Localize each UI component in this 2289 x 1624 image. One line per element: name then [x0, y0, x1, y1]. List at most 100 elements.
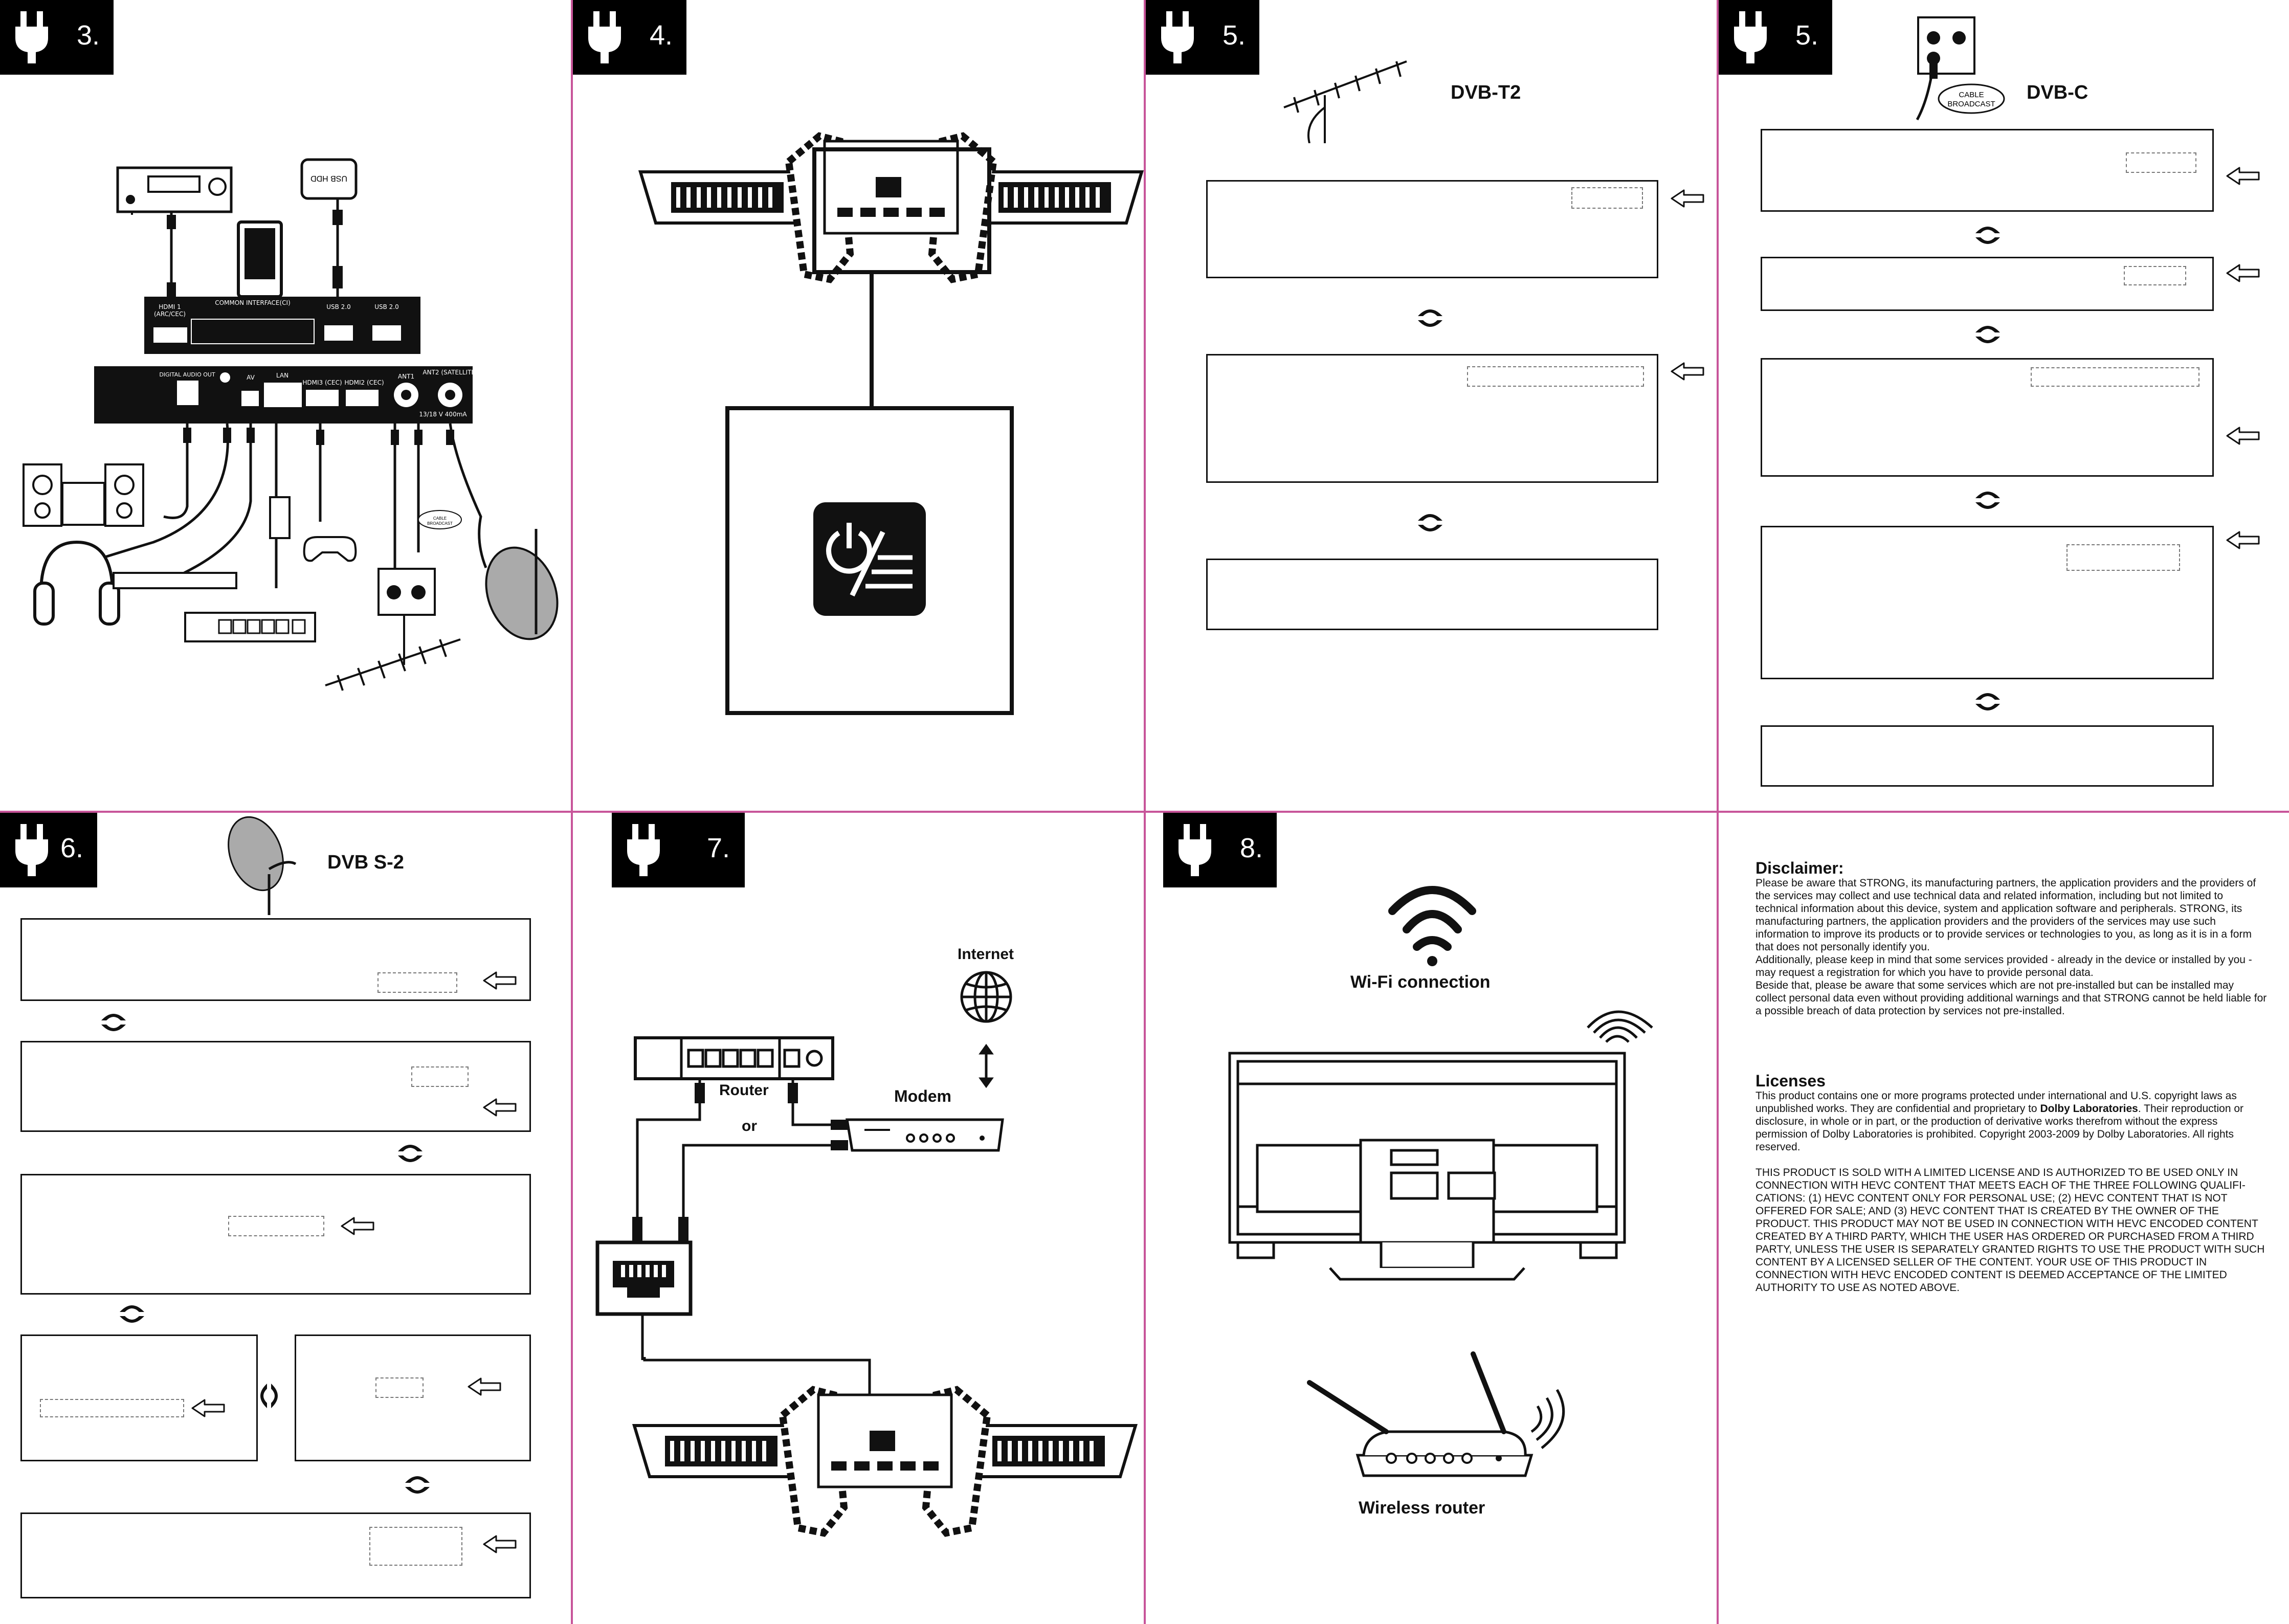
modem-icon [846, 1118, 1004, 1152]
internet-label: Internet [958, 946, 1014, 963]
gamepad-icon [303, 536, 357, 562]
licenses-paragraph: This product contains one or more progra… [1755, 1090, 2244, 1153]
step-number: 7. [707, 833, 730, 863]
satellite-dish-icon [228, 816, 297, 915]
router-icon [634, 1036, 834, 1080]
tv-back-diagram [573, 0, 1144, 715]
disclaimer-paragraph: Additionally, please keep in mind that s… [1755, 954, 2252, 978]
arrow-left-icon [1670, 361, 1705, 382]
wifi-icon [1388, 886, 1476, 951]
set-top-box-icon [113, 572, 237, 589]
disclaimer-paragraph: Beside that, please be aware that some s… [1755, 980, 2267, 1017]
menu-box-1[interactable] [20, 918, 531, 1001]
arrow-left-icon [482, 1534, 518, 1554]
connection-diagram: USB HDD HDMI 1 (ARC/CEC) COMMON INTERFAC… [23, 158, 559, 691]
licenses-section: Licenses This product contains one or mo… [1755, 1072, 2267, 1294]
svg-text:HDMI2 (CEC): HDMI2 (CEC) [344, 379, 384, 386]
arrow-left-icon [340, 1216, 375, 1236]
menu-box-4b[interactable] [295, 1334, 531, 1461]
navigate-icon [395, 1138, 426, 1169]
svg-text:ANT1: ANT1 [398, 373, 414, 380]
panel-step-3: 3. USB HDD HDMI 1 (ARC/CEC) COMMON INTER… [0, 0, 571, 811]
selected-field [375, 1377, 424, 1398]
menu-box-3[interactable] [1206, 559, 1658, 630]
menu-box-4[interactable] [1761, 526, 2214, 679]
terrestrial-antenna-icon [1283, 60, 1407, 143]
selected-field [369, 1527, 462, 1566]
navigate-icon [1972, 485, 2003, 516]
svg-text:COMMON INTERFACE(CI): COMMON INTERFACE(CI) [215, 299, 291, 306]
wifi-diagram [1228, 886, 1653, 1477]
svg-text:(ARC/CEC): (ARC/CEC) [154, 310, 186, 318]
wireless-signal-icon [1530, 1389, 1565, 1449]
hdmi1-port-label: HDMI 1 [159, 303, 181, 310]
wall-antenna-socket-icon [1916, 16, 1975, 121]
menu-box-2[interactable] [1206, 354, 1658, 483]
svg-text:LAN: LAN [276, 372, 288, 379]
dvb-s2-label: DVB S-2 [327, 852, 404, 873]
router-label: Router [719, 1082, 769, 1099]
arrow-left-icon [2225, 426, 2261, 446]
menu-box-1[interactable] [1761, 129, 2214, 212]
selected-field [1467, 366, 1644, 387]
menu-box-1[interactable] [1206, 180, 1658, 278]
arrow-left-icon [190, 1398, 226, 1418]
terrestrial-antenna-icon [325, 638, 461, 691]
svg-text:USB 2.0: USB 2.0 [374, 303, 399, 310]
menu-box-4a[interactable] [20, 1334, 258, 1461]
svg-text:DIGITAL AUDIO OUT: DIGITAL AUDIO OUT [159, 371, 215, 378]
arrow-left-icon [2225, 263, 2261, 283]
menu-box-3[interactable] [1761, 358, 2214, 477]
power-menu-icon [813, 502, 926, 616]
selected-field [377, 972, 457, 993]
step-badge-7: 7. [612, 813, 745, 887]
arrow-left-icon [482, 1097, 518, 1118]
panel-step-8-wifi: 8. [1146, 813, 1717, 1624]
step-number: 5. [1795, 20, 1819, 51]
or-label: or [742, 1118, 757, 1134]
double-arrow-icon [979, 1043, 994, 1088]
arrow-left-icon [466, 1376, 502, 1397]
wireless-router-icon [1307, 1351, 1534, 1477]
menu-box-2[interactable] [1761, 257, 2214, 311]
navigate-icon [117, 1299, 147, 1329]
licenses-title: Licenses [1755, 1072, 1826, 1090]
navigate-icon [1415, 303, 1446, 333]
step-badge-5b: 5. [1719, 0, 1832, 75]
selected-field [2126, 152, 2196, 173]
selected-field [2031, 367, 2199, 387]
step-number: 5. [1223, 20, 1246, 51]
cable-broadcast-bubble: CABLE BROADCAST [1938, 83, 2005, 114]
plug-icon [1730, 8, 1771, 64]
panel-step-5-dvb-t2: 5. DVB-T2 [1146, 0, 1717, 811]
panel-step-7-lan: 7. [573, 813, 1144, 1624]
tv-back-icon [634, 1390, 1136, 1533]
disclaimer-section: Disclaimer: Please be aware that STRONG,… [1755, 859, 2267, 1017]
arrow-left-icon [482, 970, 518, 991]
arrow-left-icon [2225, 166, 2261, 186]
navigate-icon [98, 1007, 129, 1038]
svg-text:ANT2 (SATELLITE): ANT2 (SATELLITE) [423, 369, 477, 376]
step-badge-5a: 5. [1146, 0, 1259, 75]
svg-text:USB 2.0: USB 2.0 [326, 303, 351, 310]
svg-text:BROADCAST: BROADCAST [427, 521, 453, 526]
panel-step-6-dvb-s2: 6. DVB S-2 [0, 813, 571, 1624]
disclaimer-title: Disclaimer: [1755, 859, 1844, 877]
svg-text:CABLE: CABLE [1959, 91, 1984, 99]
svg-text:CABLE: CABLE [433, 516, 447, 521]
selected-field [411, 1066, 469, 1087]
step-badge-6: 6. [0, 813, 97, 887]
plug-icon [1157, 8, 1198, 64]
arrow-left-icon [1670, 188, 1705, 209]
tv-back-icon [1228, 1052, 1626, 1281]
wireless-router-label: Wireless router [1359, 1498, 1485, 1518]
menu-box-5[interactable] [1761, 725, 2214, 787]
svg-text:13/18 V 400mA: 13/18 V 400mA [419, 411, 467, 418]
ethernet-socket-icon [595, 1240, 693, 1316]
menu-box-3[interactable] [20, 1174, 531, 1295]
step-number: 8. [1240, 833, 1263, 863]
panel-step-4: 4. [573, 0, 1144, 811]
navigate-icon [1972, 319, 2003, 350]
tv-back-icon [640, 136, 1142, 279]
navigate-icon [1972, 220, 2003, 251]
